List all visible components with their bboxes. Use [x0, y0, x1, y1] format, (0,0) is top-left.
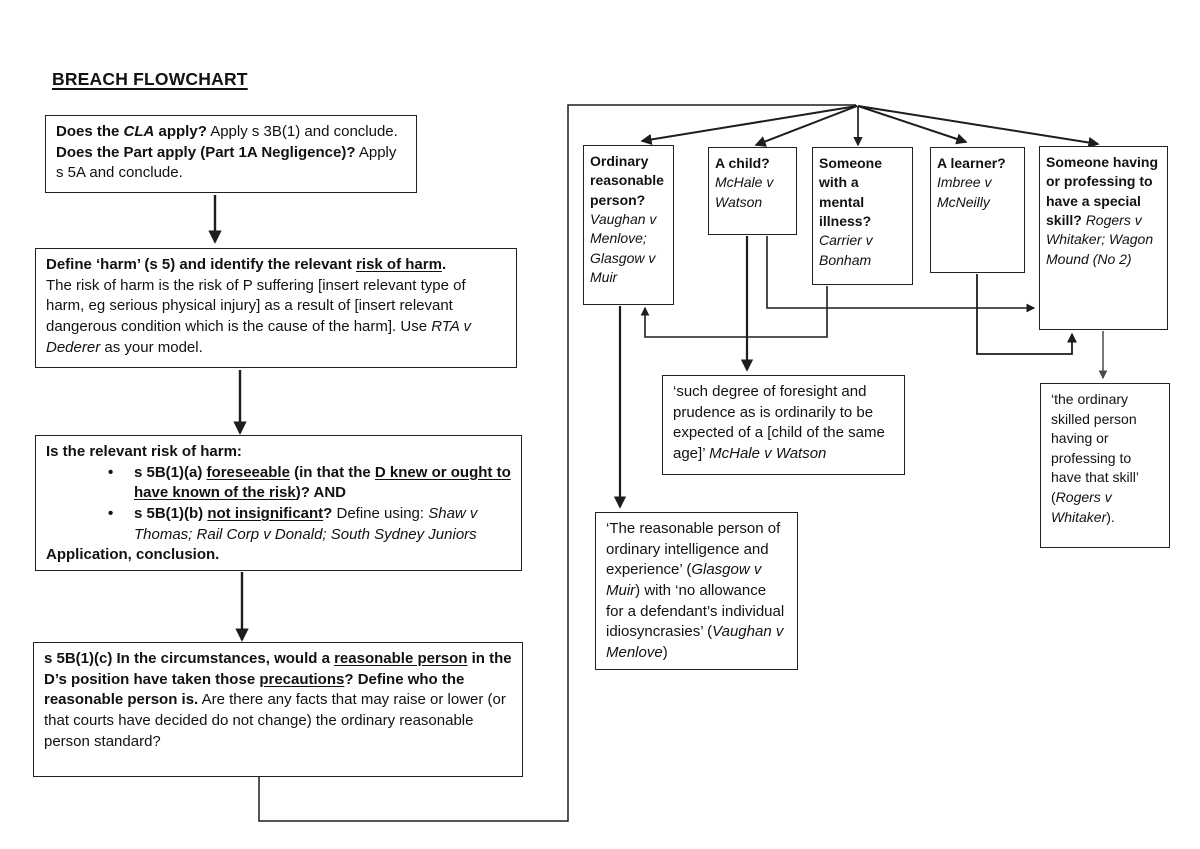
box-risk-intro: Is the relevant risk of harm: [46, 443, 242, 460]
box-define-harm: Define ‘harm’ (s 5) and identify the rel… [35, 248, 517, 368]
arrow-fan-to-learner [857, 105, 968, 145]
box-define-harm-body: The risk of harm is the risk of P suffer… [46, 276, 471, 356]
standard-child-text: A child? McHale v Watson [715, 155, 774, 210]
standard-special-skill-text: Someone having or professing to have a s… [1046, 154, 1159, 267]
box-risk-outro: Application, conclusion. [46, 546, 220, 564]
standard-learner-text: A learner? Imbree v McNeilly [937, 155, 1006, 210]
box-quote-skilled-person: ‘the ordinary skilled person having or p… [1040, 383, 1170, 548]
arrow-fan-to-ordinary [640, 105, 858, 145]
box-cla-apply: Does the CLA apply? Apply s 3B(1) and co… [45, 115, 417, 193]
box-standard-child: A child? McHale v Watson [708, 147, 797, 235]
box-standard-mental-illness: Someone with a mental illness? Carrier v… [812, 147, 913, 285]
box-reasonable-person-text: s 5B(1)(c) In the circumstances, would a… [44, 650, 512, 750]
box-define-harm-heading: Define ‘harm’ (s 5) and identify the rel… [46, 256, 447, 273]
quote-ordinary-text: ‘The reasonable person of ordinary intel… [606, 520, 785, 662]
box-standard-ordinary-person: Ordinary reasonable person? Vaughan v Me… [583, 145, 674, 305]
bullet-item-foreseeable: s 5B(1)(a) foreseeable (in that the D kn… [46, 463, 511, 504]
box-quote-child-standard: ‘such degree of foresight and prudence a… [662, 375, 905, 475]
box-quote-reasonable-person: ‘The reasonable person of ordinary intel… [595, 512, 798, 670]
quote-child-text: ‘such degree of foresight and prudence a… [673, 383, 885, 463]
box-standard-learner: A learner? Imbree v McNeilly [930, 147, 1025, 273]
bullet-item-not-insignificant: s 5B(1)(b) not insignificant? Define usi… [46, 504, 511, 545]
arrow-fan-to-special-skill [857, 105, 1100, 149]
box-risk-elements: Is the relevant risk of harm: s 5B(1)(a)… [35, 435, 522, 571]
standard-ordinary-text: Ordinary reasonable person? Vaughan v Me… [590, 153, 664, 285]
standard-mental-illness-text: Someone with a mental illness? Carrier v… [819, 155, 883, 268]
page-title: BREACH FLOWCHART [52, 69, 248, 89]
box-cla-apply-text: Does the CLA apply? Apply s 3B(1) and co… [56, 123, 398, 182]
box-reasonable-person: s 5B(1)(c) In the circumstances, would a… [33, 642, 523, 777]
box-standard-special-skill: Someone having or professing to have a s… [1039, 146, 1168, 330]
quote-skilled-text: ‘the ordinary skilled person having or p… [1051, 391, 1139, 525]
arrow-fan-to-child [754, 105, 858, 147]
